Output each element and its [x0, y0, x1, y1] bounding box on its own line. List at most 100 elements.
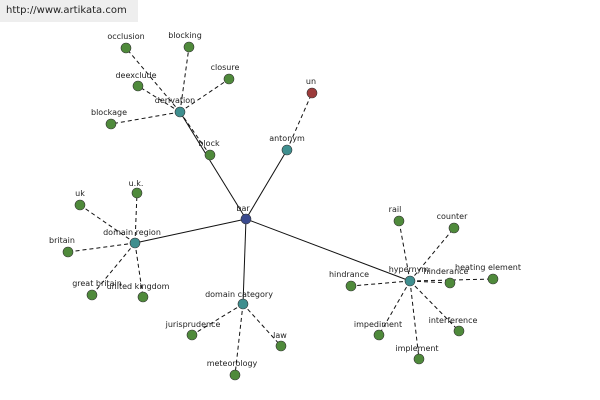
node-center-bar[interactable]: bar: [236, 204, 252, 225]
node-relation-domain-category-label: domain category: [205, 290, 273, 299]
node-leaf-deexclude-dot[interactable]: [132, 80, 144, 92]
edge-bar-hypernym: [245, 218, 411, 282]
node-leaf-law-dot[interactable]: [275, 340, 287, 352]
node-leaf-united-kingdom[interactable]: united kingdom: [107, 282, 170, 303]
node-leaf-deexclude[interactable]: deexclude: [115, 71, 157, 92]
node-relation-derivation-label: derivation: [155, 96, 195, 105]
node-leaf-un-label: un: [306, 77, 316, 86]
node-leaf-united-kingdom-label: united kingdom: [107, 282, 170, 291]
node-leaf-uk-dot[interactable]: [74, 199, 86, 211]
edge-antonym-un: [286, 92, 313, 151]
node-leaf-un[interactable]: un: [306, 77, 318, 99]
node-leaf-u-k-label: u.k.: [129, 179, 144, 188]
edge-domain-region-u-k: [134, 192, 138, 244]
node-leaf-hinderance-label: hinderance: [424, 267, 469, 276]
node-leaf-heating-element-dot[interactable]: [487, 273, 499, 285]
node-leaf-closure[interactable]: closure: [211, 63, 240, 85]
node-leaf-rail-dot[interactable]: [393, 215, 405, 227]
node-leaf-implement-dot[interactable]: [413, 353, 425, 365]
node-leaf-interference-dot[interactable]: [453, 325, 465, 337]
node-leaf-uk[interactable]: uk: [74, 189, 86, 211]
edge-derivation-blockage: [110, 111, 181, 125]
node-leaf-counter[interactable]: counter: [437, 212, 468, 234]
node-leaf-closure-dot[interactable]: [223, 73, 235, 85]
node-leaf-interference-label: interference: [429, 316, 478, 325]
node-leaf-britain[interactable]: britain: [49, 236, 75, 258]
node-leaf-blockage[interactable]: blockage: [91, 108, 127, 130]
edge-domain-category-jurisprudence: [191, 303, 244, 336]
edge-domain-region-united-kingdom: [134, 242, 144, 298]
node-leaf-jurisprudence[interactable]: jurisprudence: [165, 320, 221, 341]
node-relation-domain-region-dot[interactable]: [129, 237, 141, 249]
node-center-bar-label: bar: [236, 204, 250, 213]
node-leaf-jurisprudence-dot[interactable]: [186, 329, 198, 341]
node-relation-domain-category-dot[interactable]: [237, 298, 249, 310]
edge-derivation-blocking: [179, 46, 190, 113]
node-leaf-hindrance[interactable]: hindrance: [329, 270, 369, 292]
graph-nodes: bar derivation occlusion blocking deexclude c…: [49, 31, 521, 381]
node-relation-hypernym-dot[interactable]: [404, 275, 416, 287]
edge-derivation-closure: [179, 78, 230, 113]
edge-derivation-deexclude: [137, 85, 181, 113]
node-leaf-jurisprudence-label: jurisprudence: [165, 320, 221, 329]
node-leaf-un-dot[interactable]: [306, 87, 318, 99]
node-leaf-heating-element-label: heating element: [455, 263, 521, 272]
node-leaf-meteorology-dot[interactable]: [229, 369, 241, 381]
node-leaf-rail[interactable]: rail: [389, 205, 405, 227]
node-leaf-impediment-dot[interactable]: [373, 329, 385, 341]
node-leaf-blocking[interactable]: blocking: [168, 31, 202, 53]
node-leaf-britain-label: britain: [49, 236, 75, 245]
node-leaf-rail-label: rail: [389, 205, 402, 214]
node-leaf-meteorology[interactable]: meteorology: [207, 359, 258, 381]
node-leaf-occlusion[interactable]: occlusion: [107, 32, 145, 54]
node-leaf-united-kingdom-dot[interactable]: [137, 291, 149, 303]
node-leaf-u-k-dot[interactable]: [131, 187, 143, 199]
edge-domain-region-great-britain: [91, 242, 136, 296]
node-relation-domain-category[interactable]: domain category: [205, 290, 273, 310]
node-leaf-closure-label: closure: [211, 63, 240, 72]
node-leaf-hinderance[interactable]: hinderance: [424, 267, 469, 289]
edge-domain-category-meteorology: [234, 303, 244, 376]
node-leaf-block[interactable]: block: [198, 139, 220, 161]
node-relation-domain-region[interactable]: domain region: [103, 228, 161, 249]
node-leaf-u-k[interactable]: u.k.: [129, 179, 144, 199]
node-leaf-uk-label: uk: [75, 189, 85, 198]
node-leaf-great-britain-dot[interactable]: [86, 289, 98, 301]
edge-bar-domain-region: [134, 218, 247, 244]
node-relation-hypernym[interactable]: hypernym: [389, 265, 430, 287]
node-leaf-blocking-dot[interactable]: [183, 41, 195, 53]
edge-hypernym-implement: [409, 280, 420, 360]
node-leaf-hinderance-dot[interactable]: [444, 277, 456, 289]
edge-hypernym-impediment: [378, 280, 411, 336]
edge-domain-region-britain: [67, 242, 136, 253]
node-leaf-meteorology-label: meteorology: [207, 359, 258, 368]
node-relation-derivation[interactable]: derivation: [155, 96, 195, 118]
node-leaf-heating-element[interactable]: heating element: [455, 263, 521, 285]
node-relation-derivation-dot[interactable]: [174, 106, 186, 118]
node-relation-antonym-dot[interactable]: [281, 144, 293, 156]
edge-hypernym-hinderance: [409, 280, 451, 284]
node-leaf-impediment[interactable]: impediment: [354, 320, 402, 341]
node-leaf-block-dot[interactable]: [204, 149, 216, 161]
node-leaf-blocking-label: blocking: [168, 31, 202, 40]
source-url[interactable]: http://www.artikata.com: [0, 0, 138, 22]
edge-bar-derivation: [179, 111, 247, 220]
node-leaf-britain-dot[interactable]: [62, 246, 74, 258]
node-leaf-law[interactable]: law: [273, 331, 287, 352]
node-leaf-hindrance-label: hindrance: [329, 270, 369, 279]
node-leaf-hindrance-dot[interactable]: [345, 280, 357, 292]
node-leaf-great-britain[interactable]: great britain: [72, 279, 122, 301]
node-leaf-implement[interactable]: implement: [395, 344, 439, 365]
node-leaf-occlusion-dot[interactable]: [120, 42, 132, 54]
edge-domain-region-uk: [79, 204, 136, 244]
graph-edges: [67, 46, 494, 376]
node-center-bar-dot[interactable]: [240, 213, 252, 225]
node-leaf-blockage-dot[interactable]: [105, 118, 117, 130]
node-leaf-counter-dot[interactable]: [448, 222, 460, 234]
edge-bar-domain-category: [242, 218, 247, 305]
node-relation-hypernym-label: hypernym: [389, 265, 430, 274]
node-leaf-interference[interactable]: interference: [429, 316, 478, 337]
node-relation-antonym[interactable]: antonym: [269, 134, 305, 156]
node-leaf-occlusion-label: occlusion: [107, 32, 144, 41]
